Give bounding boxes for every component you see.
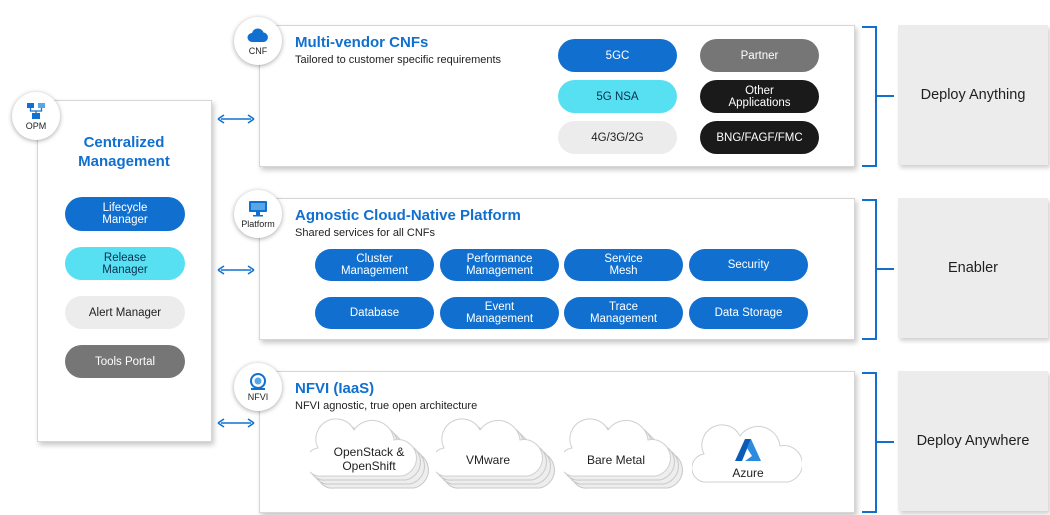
data-storage-button[interactable]: Data Storage [689,297,808,329]
nfvi-icon [247,372,269,391]
azure-cloud [692,424,802,483]
cnf-5gc[interactable]: 5GC [558,39,677,72]
centralized-management-title: Centralized Management [78,134,170,170]
platform-badge: Platform [234,190,282,238]
enabler-label: Enabler [898,198,1048,338]
cluster-management-button[interactable]: Cluster Management [315,249,434,281]
azure-label: Azure [732,466,764,480]
tools-portal-button[interactable]: Tools Portal [65,345,185,378]
opm-icon [25,102,47,120]
cnf-other-applications[interactable]: Other Applications [700,80,819,113]
trace-management-button[interactable]: Trace Management [564,297,683,329]
bracket-enabler [862,199,894,340]
bidirectional-arrow [217,265,255,275]
service-mesh-button[interactable]: Service Mesh [564,249,683,281]
cnf-badge: CNF [234,17,282,65]
bare-metal-cloud [564,418,683,489]
nfvi-subtitle: NFVI agnostic, true open architecture [295,400,478,412]
cnf-badge-label: CNF [248,45,268,56]
deploy-anywhere-label: Deploy Anywhere [898,371,1048,511]
cnf-title: Multi-vendor CNFs [295,34,429,51]
platform-title: Agnostic Cloud-Native Platform [295,207,521,224]
opm-badge-label: OPM [25,120,47,131]
alert-manager-button[interactable]: Alert Manager [65,296,185,329]
deploy-anything-label: Deploy Anything [898,25,1048,165]
platform-badge-label: Platform [241,218,275,229]
database-button[interactable]: Database [315,297,434,329]
platform-subtitle: Shared services for all CNFs [295,227,435,239]
openstack-openshift-label: OpenStack & OpenShift [333,445,405,473]
cnf-partner[interactable]: Partner [700,39,819,72]
security-button[interactable]: Security [689,249,808,281]
bracket-deploy-anywhere [862,372,894,513]
cnf-bng-fagf-fmc[interactable]: BNG/FAGF/FMC [700,121,819,154]
nfvi-title: NFVI (IaaS) [295,380,375,397]
vmware-cloud [436,418,555,489]
cnf-5g-nsa[interactable]: 5G NSA [558,80,677,113]
nfvi-badge: NFVI [234,363,282,411]
openstack-cloud [310,418,429,489]
cnf-subtitle: Tailored to customer specific requiremen… [295,54,502,66]
bidirectional-arrow [217,114,255,124]
release-manager-button[interactable]: Release Manager [65,247,185,280]
bare-metal-label: Bare Metal [586,453,646,467]
vmware-label: VMware [465,453,510,467]
nfvi-badge-label: NFVI [247,391,269,402]
lifecycle-manager-button[interactable]: Lifecycle Manager [65,197,185,231]
cnf-4g-3g-2g[interactable]: 4G/3G/2G [558,121,677,154]
event-management-button[interactable]: Event Management [440,297,559,329]
bidirectional-arrow [217,418,255,428]
bracket-deploy-anything [862,26,894,167]
performance-management-button[interactable]: Performance Management [440,249,559,281]
monitor-icon [247,200,269,218]
opm-badge: OPM [12,92,60,140]
azure-logo [735,439,761,461]
cloud-icon [247,27,269,45]
